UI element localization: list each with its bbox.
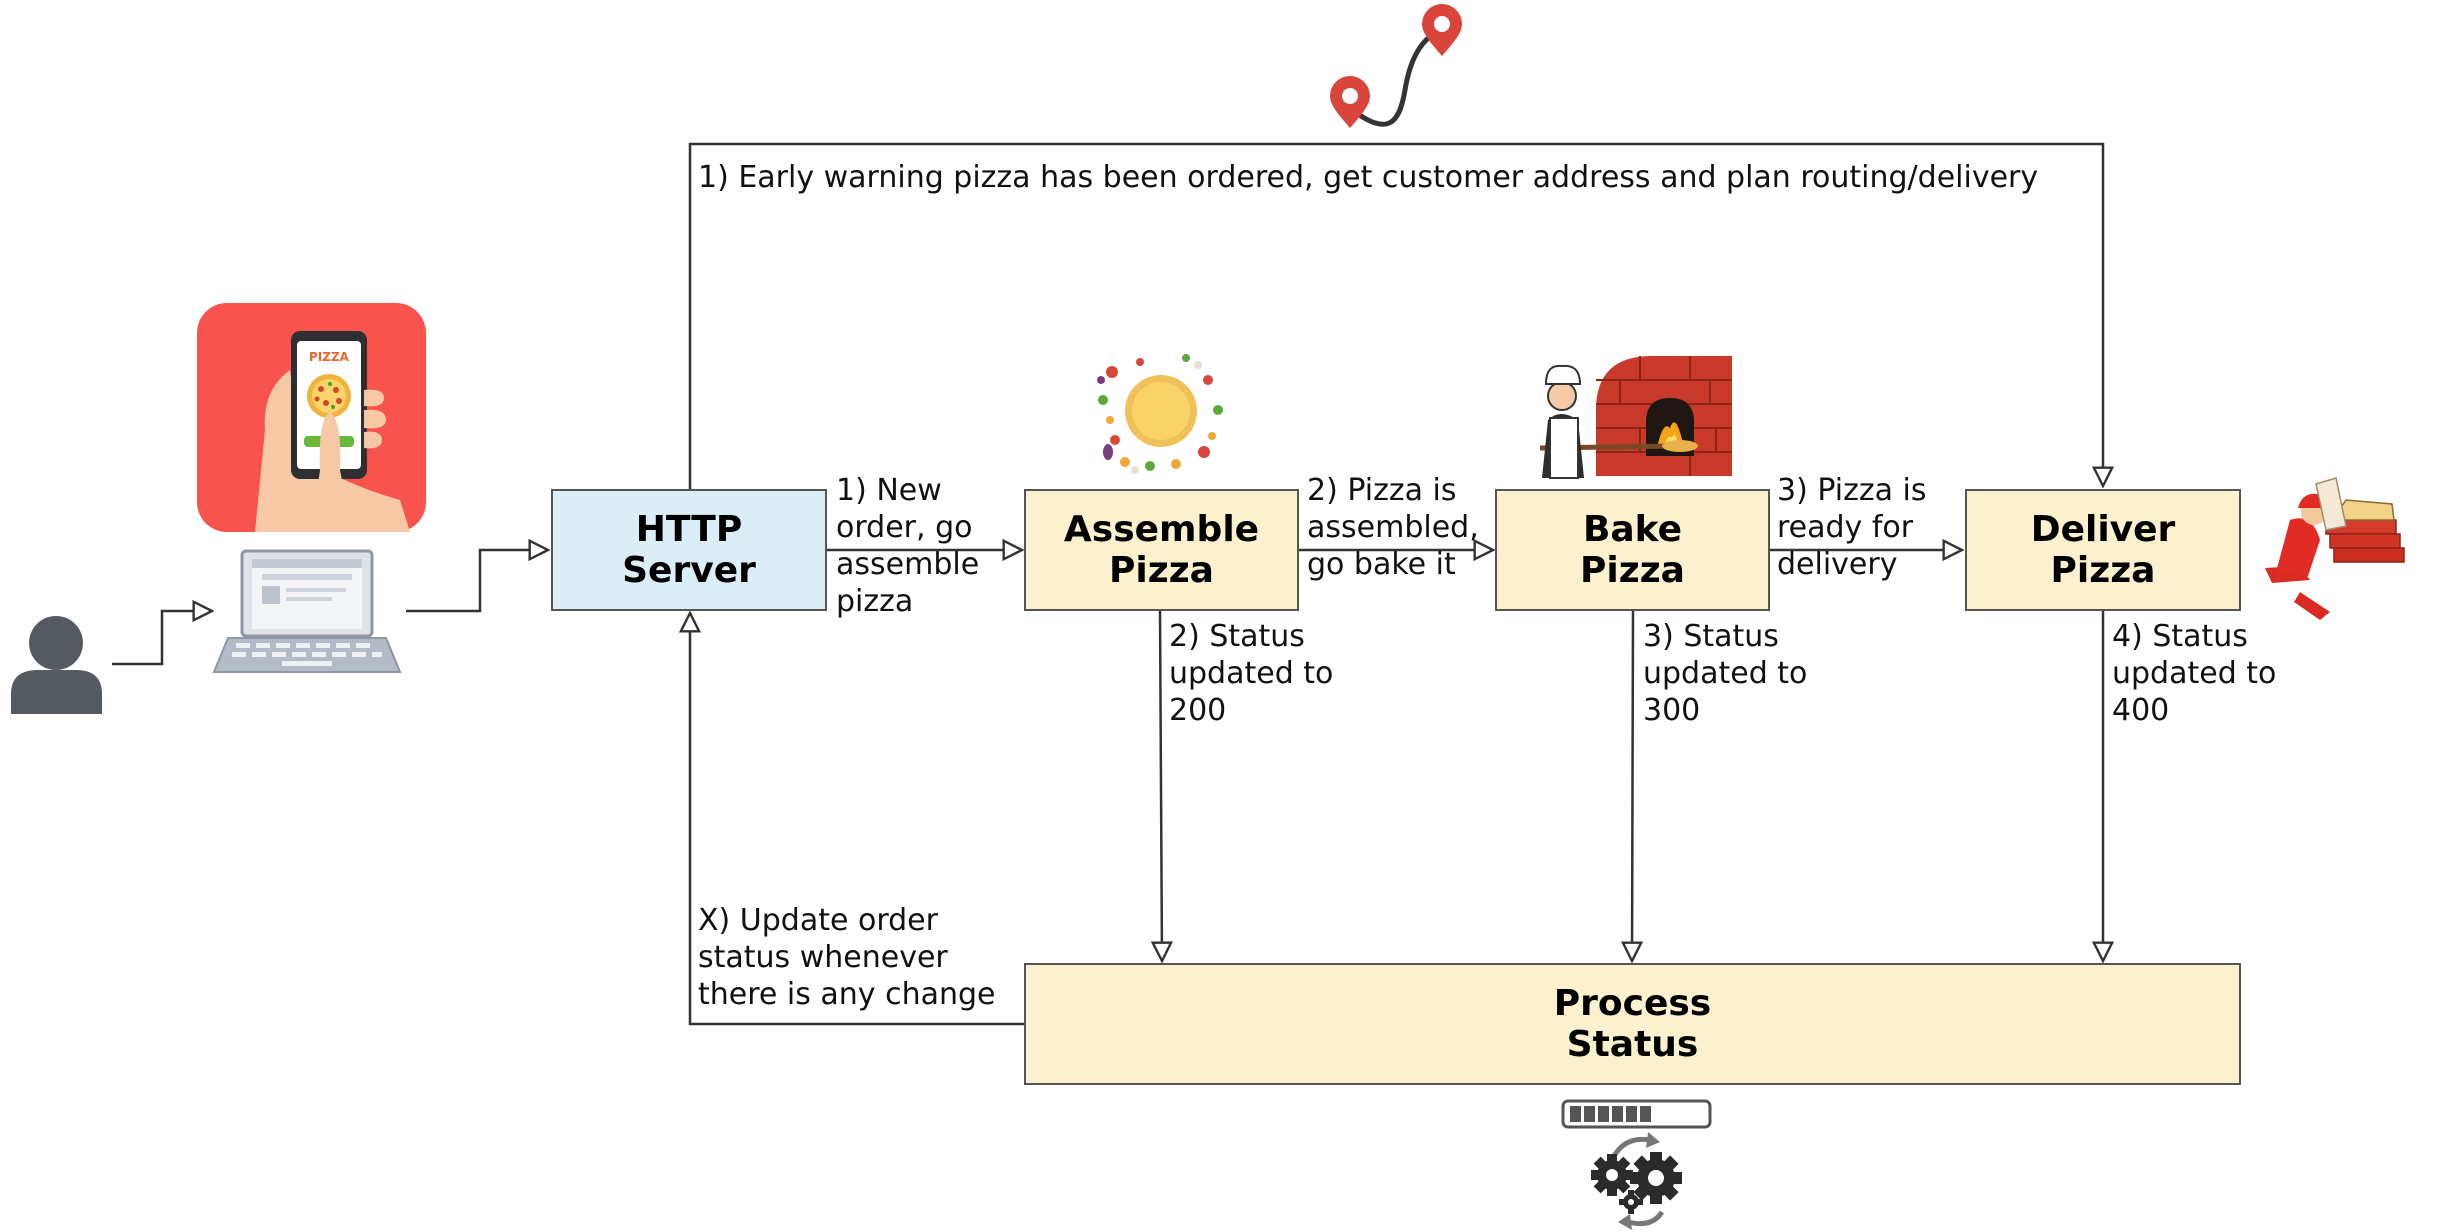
progress-gears-icon [1561, 1099, 1712, 1230]
edge-assemble-to-status [1160, 610, 1162, 961]
pizza-oven-chef-icon [1539, 356, 1732, 479]
user-icon [11, 616, 102, 714]
label-pizza-assembled: 2) Pizza is assembled, go bake it [1307, 473, 1479, 582]
edge-bake-to-status [1632, 610, 1633, 961]
node-http-server[interactable]: HTTP Server [551, 489, 827, 611]
label-new-order: 1) New order, go assemble pizza [836, 473, 980, 619]
label-update-order: X) Update order status whenever there is… [698, 903, 996, 1012]
edge-user-to-laptop [112, 611, 212, 666]
node-deliver-pizza[interactable]: Deliver Pizza [1965, 489, 2241, 611]
label-early-warning: 1) Early warning pizza has been ordered,… [698, 160, 2039, 195]
label-status-200: 2) Status updated to 200 [1169, 619, 1334, 728]
app-screen-title: PIZZA [309, 350, 350, 364]
label-pizza-ready: 3) Pizza is ready for delivery [1777, 473, 1927, 582]
node-bake-pizza[interactable]: Bake Pizza [1495, 489, 1770, 611]
edge-early-warning [688, 142, 2103, 489]
edge-status-to-http [690, 613, 1024, 1026]
label-status-300: 3) Status updated to 300 [1643, 619, 1808, 728]
mobile-pizza-app-icon: PIZZA [197, 303, 426, 532]
node-process-status[interactable]: Process Status [1024, 963, 2241, 1085]
route-pins-icon [1330, 4, 1462, 128]
delivery-courier-icon [2248, 477, 2405, 623]
edge-laptop-to-http [406, 550, 548, 613]
node-deliver-pizza-label: Deliver Pizza [2030, 509, 2176, 591]
laptop-icon [212, 549, 402, 673]
label-status-400: 4) Status updated to 400 [2112, 619, 2277, 728]
node-process-status-label: Process Status [1553, 983, 1712, 1065]
node-bake-pizza-label: Bake Pizza [1580, 509, 1685, 591]
pizza-ingredients-icon [1097, 354, 1223, 474]
node-assemble-pizza-label: Assemble Pizza [1063, 509, 1260, 591]
node-http-server-label: HTTP Server [622, 509, 756, 591]
node-assemble-pizza[interactable]: Assemble Pizza [1024, 489, 1299, 611]
